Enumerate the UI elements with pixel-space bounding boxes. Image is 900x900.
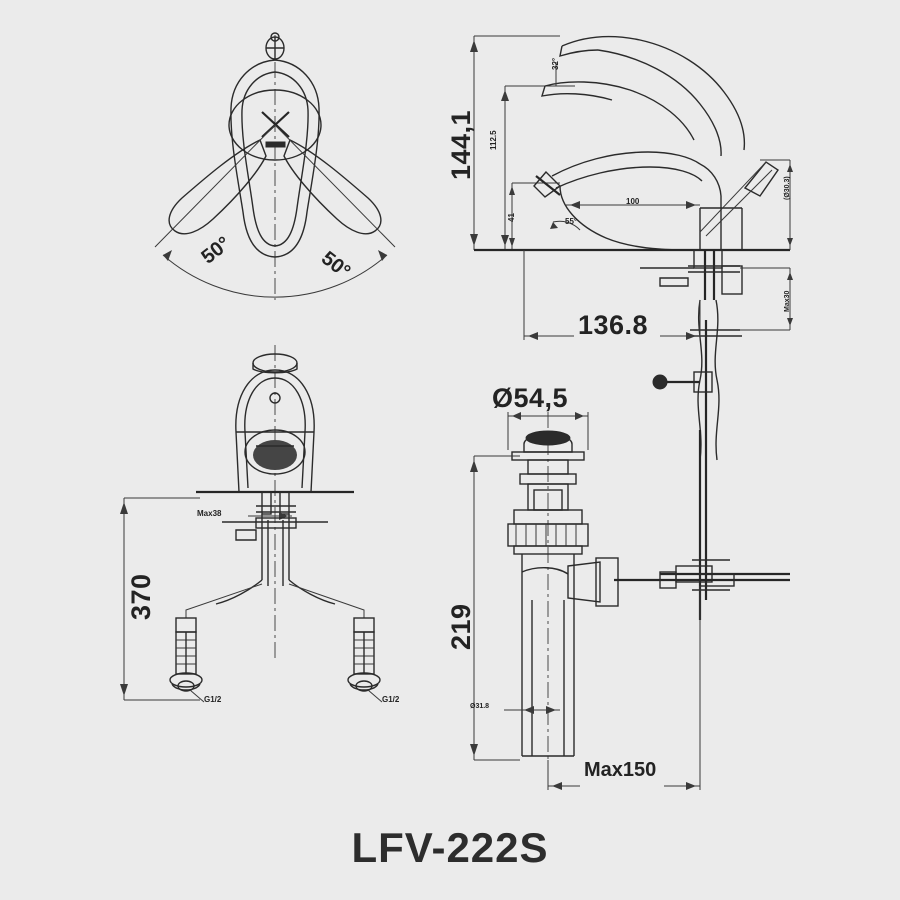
drain-tail-diameter: Ø31.8 (470, 703, 490, 710)
top-view-geometry (154, 32, 396, 300)
drain-flange-diameter: Ø54,5 (492, 383, 569, 413)
side-view-lever-height: 41 (507, 213, 516, 222)
drain-height: 219 (446, 603, 476, 650)
side-view-total-height: 144,1 (446, 109, 476, 180)
side-view-geometry (470, 35, 793, 620)
front-view-inlet-right: G1/2 (382, 695, 400, 704)
front-view-inlet-left: G1/2 (204, 695, 222, 704)
front-view-geometry (120, 345, 383, 703)
front-view-hose-length: 370 (126, 573, 156, 620)
side-view-spout-height: 112.5 (489, 130, 498, 150)
side-view-deck-max: Max30 (784, 290, 791, 312)
drain-rod-max: Max150 (584, 759, 657, 781)
side-view-body-depth: (Ø30.3) (784, 176, 791, 200)
front-view-deck-max: Max38 (197, 509, 222, 518)
side-view-handle-angle: 32° (551, 57, 560, 70)
drain-view-geometry (470, 412, 790, 790)
side-view-lever-angle: 55° (565, 217, 578, 226)
model-title: LFV-222S (351, 824, 549, 871)
side-view-reach: 136.8 (578, 310, 649, 340)
side-view-spout-length: 100 (626, 197, 640, 206)
